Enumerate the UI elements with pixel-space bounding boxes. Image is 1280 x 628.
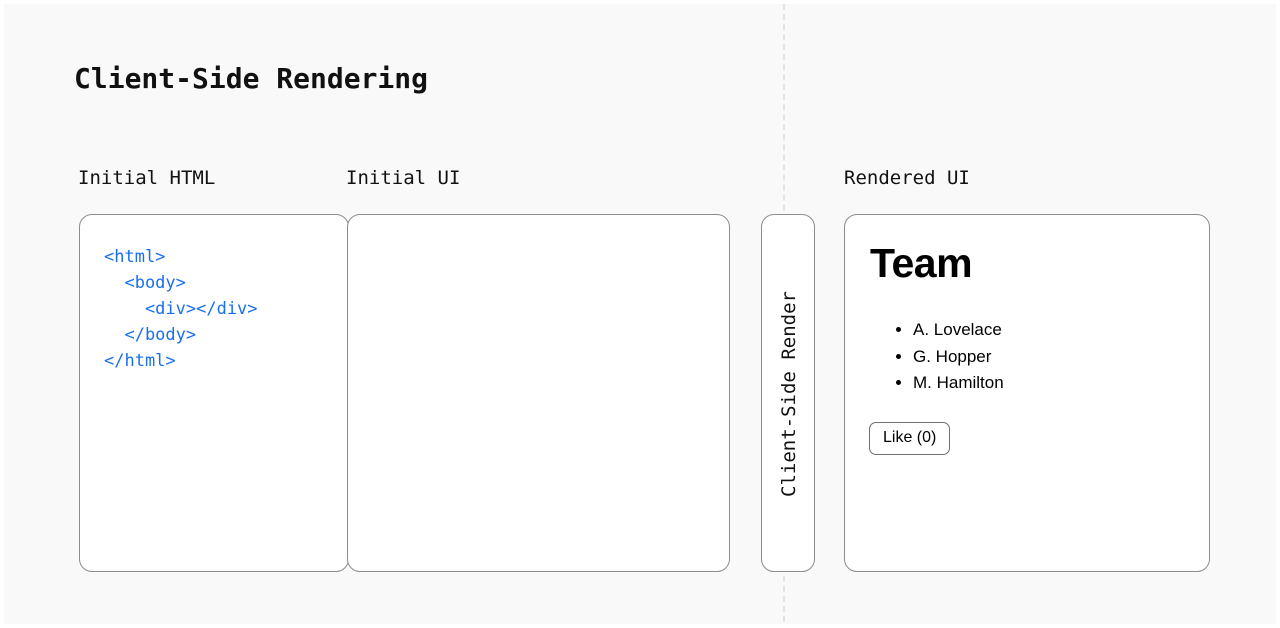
render-step-label: Client-Side Render [778, 291, 800, 497]
team-member-list: A. LovelaceG. HopperM. Hamilton [891, 317, 1004, 397]
rendered-ui-panel: Team A. LovelaceG. HopperM. Hamilton Lik… [844, 214, 1210, 572]
caption-rendered-ui: Rendered UI [844, 167, 970, 189]
list-item: M. Hamilton [913, 370, 1004, 397]
caption-initial-html: Initial HTML [78, 167, 216, 189]
client-side-render-step-panel: Client-Side Render [761, 214, 815, 572]
initial-ui-panel [347, 214, 730, 572]
team-heading: Team [870, 240, 973, 286]
initial-html-panel: <html> <body> <div></div> </body> </html… [79, 214, 349, 572]
list-item: A. Lovelace [913, 317, 1004, 344]
html-source-code: <html> <body> <div></div> </body> </html… [104, 247, 258, 371]
like-button[interactable]: Like (0) [869, 422, 951, 455]
render-step-label-wrapper: Client-Side Render [762, 215, 816, 573]
page-title: Client-Side Rendering [74, 62, 429, 95]
caption-initial-ui: Initial UI [346, 167, 461, 189]
list-item: G. Hopper [913, 344, 1004, 371]
